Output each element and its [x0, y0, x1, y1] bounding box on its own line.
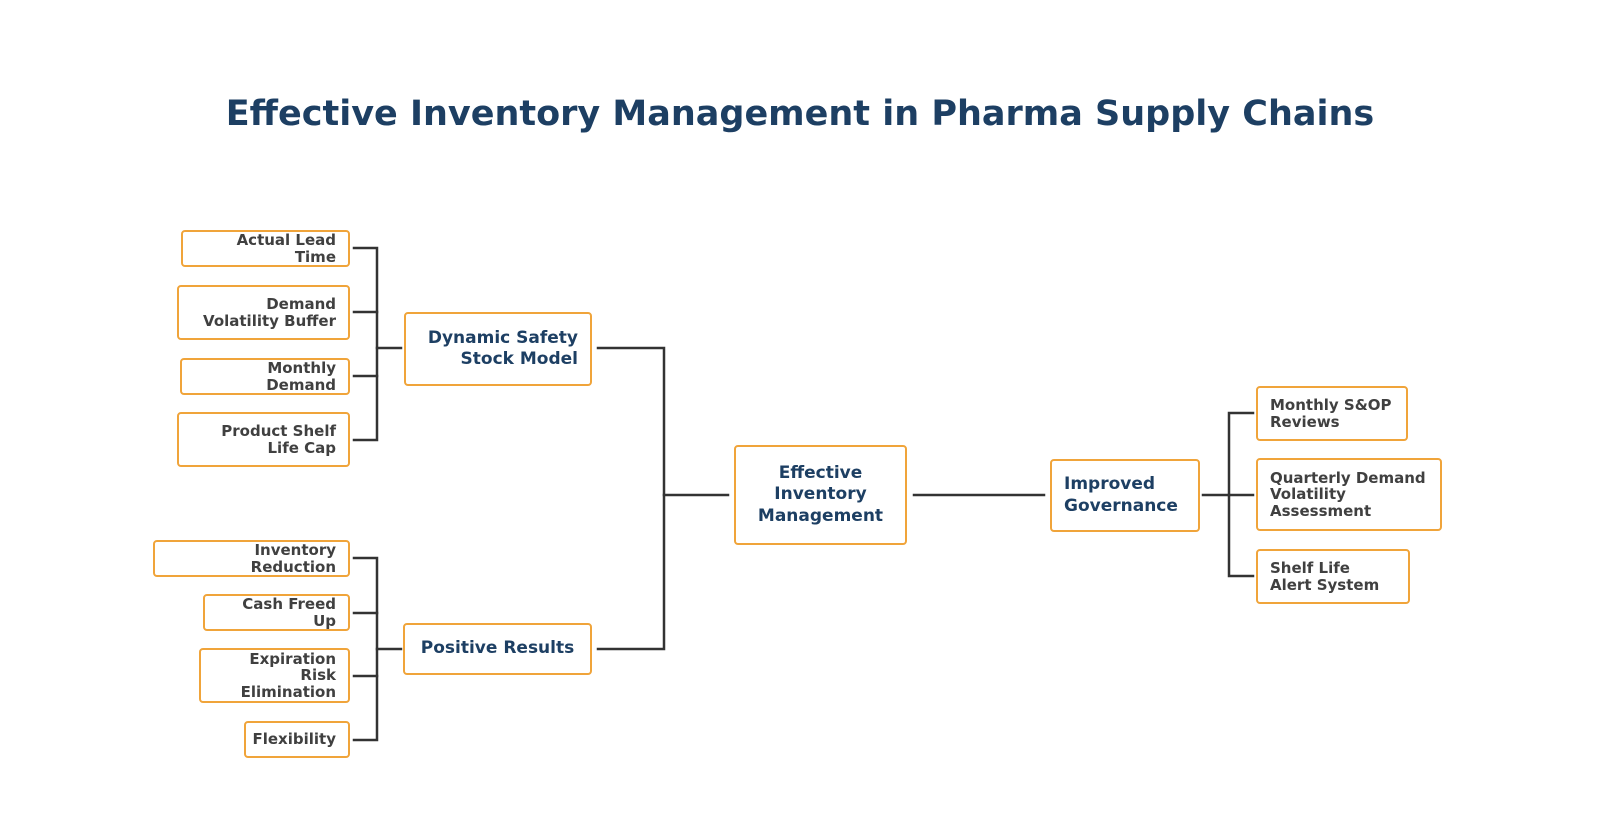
- node-label: Improved Governance: [1064, 474, 1178, 516]
- node-label: Monthly S&OP Reviews: [1270, 396, 1392, 431]
- node-label: Inventory Reduction: [250, 541, 336, 576]
- node-monthly-demand: Monthly Demand: [180, 358, 350, 395]
- node-label: Shelf Life Alert System: [1270, 559, 1380, 594]
- connector-pr-bracket: [352, 556, 379, 742]
- node-expiration-risk-elimination: Expiration Risk Elimination: [199, 648, 350, 703]
- node-label: Expiration Risk Elimination: [240, 649, 336, 701]
- node-effective-inventory-management: Effective Inventory Management: [734, 445, 907, 545]
- node-label: Effective Inventory Management: [757, 463, 884, 526]
- connector-trunk: [596, 346, 666, 651]
- node-label: Monthly Demand: [266, 359, 336, 394]
- node-label: Positive Results: [420, 638, 575, 659]
- diagram-title: Effective Inventory Management in Pharma…: [225, 94, 1375, 134]
- node-label: Demand Volatility Buffer: [203, 295, 336, 330]
- node-positive-results: Positive Results: [403, 623, 592, 675]
- node-improved-governance: Improved Governance: [1050, 459, 1200, 532]
- node-label: Product Shelf Life Cap: [221, 422, 336, 457]
- node-label: Actual Lead Time: [236, 231, 336, 266]
- connector-dss-bracket: [352, 246, 379, 442]
- node-label: Quarterly Demand Volatility Assessment: [1270, 468, 1426, 520]
- node-cash-freed-up: Cash Freed Up: [203, 594, 350, 631]
- node-demand-volatility-buffer: Demand Volatility Buffer: [177, 285, 350, 340]
- node-label: Cash Freed Up: [242, 595, 336, 630]
- node-dynamic-safety-stock-model: Dynamic Safety Stock Model: [404, 312, 592, 386]
- node-flexibility: Flexibility: [244, 721, 350, 758]
- node-inventory-reduction: Inventory Reduction: [153, 540, 350, 577]
- node-shelf-life-alert-system: Shelf Life Alert System: [1256, 549, 1410, 604]
- node-label: Flexibility: [252, 730, 337, 749]
- node-label: Dynamic Safety Stock Model: [427, 327, 578, 369]
- node-monthly-sop-reviews: Monthly S&OP Reviews: [1256, 386, 1408, 441]
- node-product-shelf-life-cap: Product Shelf Life Cap: [177, 412, 350, 467]
- node-quarterly-demand-volatility-assessment: Quarterly Demand Volatility Assessment: [1256, 458, 1442, 531]
- node-actual-lead-time: Actual Lead Time: [181, 230, 350, 267]
